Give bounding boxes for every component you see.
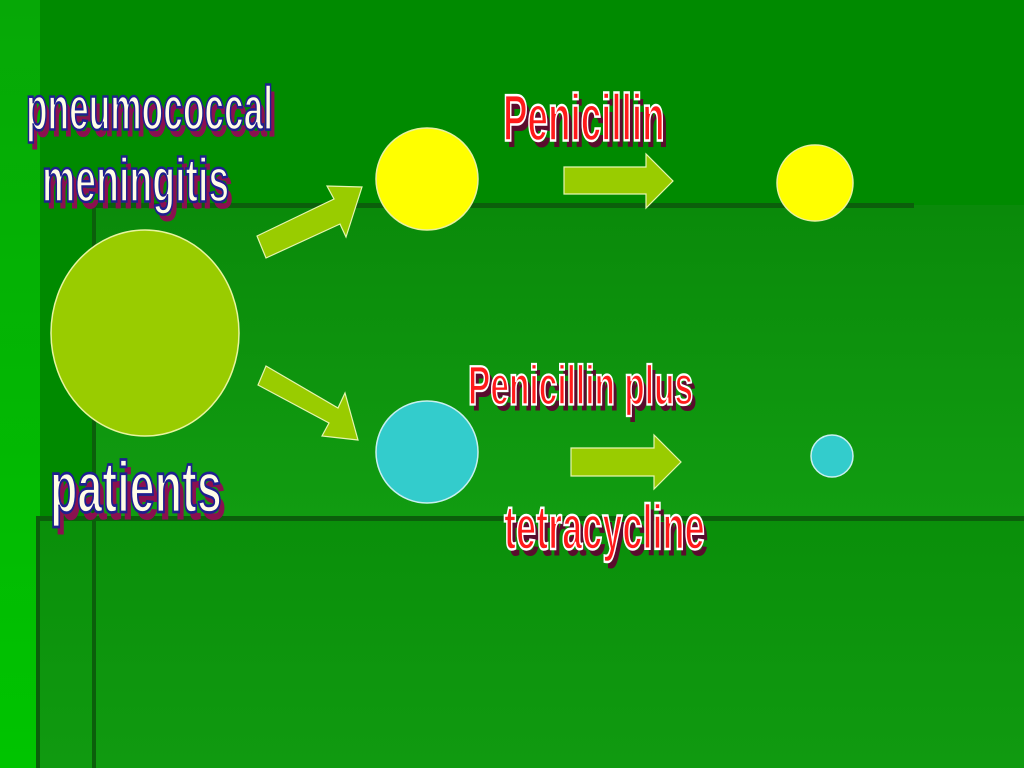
label-penicillin: Penicillin [502, 82, 665, 156]
combination-end-circle [810, 434, 854, 478]
background-left-band [0, 0, 40, 768]
arrow-to-penicillin-icon [256, 185, 363, 259]
background-lower-panel [36, 518, 1024, 768]
arrow-penicillin-effect-icon [563, 152, 674, 210]
arrow-to-combination-icon [257, 365, 359, 441]
arrow-combination-effect-icon [570, 433, 682, 491]
label-meningitis: meningitis [41, 144, 230, 216]
label-pneumococcal: pneumococcal [25, 72, 274, 144]
divider-line-bottom [36, 516, 1024, 521]
patients-circle [50, 229, 240, 437]
penicillin-end-circle [776, 144, 854, 222]
divider-line-left [36, 518, 40, 768]
divider-line-middle [92, 205, 96, 768]
penicillin-start-circle [375, 127, 479, 231]
divider-line-top [94, 203, 914, 208]
label-tetracycline: tetracycline [503, 494, 705, 564]
label-patients: patients [49, 448, 222, 529]
background-middle-panel [94, 205, 1024, 518]
combination-start-circle [375, 400, 479, 504]
label-penicillin-plus: Penicillin plus [467, 353, 694, 417]
